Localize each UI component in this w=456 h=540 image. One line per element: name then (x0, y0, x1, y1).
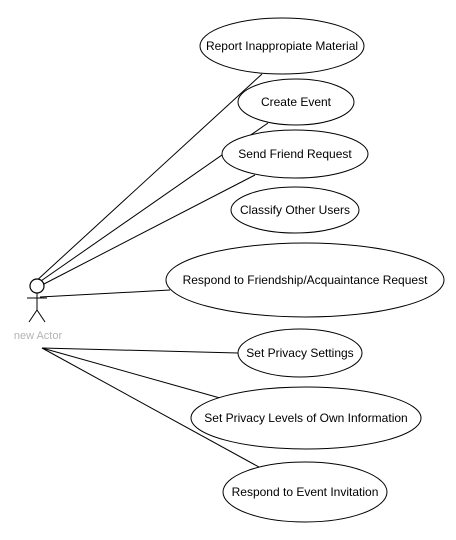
use-case-label: Classify Other Users (240, 203, 350, 217)
association-set-privacy-settings (41, 347, 239, 354)
use-case-ellipse (165, 242, 445, 318)
actor[interactable]: new Actor (14, 278, 63, 342)
use-case-ellipse (190, 386, 422, 450)
use-case-ellipse (222, 461, 388, 523)
use-case-label: Report Inappropiate Material (206, 39, 358, 53)
use-case-label: Respond to Event Invitation (232, 485, 379, 499)
actor-right-leg (36, 309, 46, 323)
association-report-inappropriate-material (33, 73, 263, 284)
use-case-send-friend-request[interactable]: Send Friend Request (221, 129, 369, 179)
use-case-ellipse (237, 328, 363, 378)
use-case-label: Set Privacy Levels of Own Information (204, 411, 407, 425)
use-case-create-event[interactable]: Create Event (237, 78, 355, 126)
association-set-privacy-levels (41, 347, 221, 399)
use-case-ellipse (237, 78, 355, 126)
use-case-ellipse (221, 129, 369, 179)
use-case-set-privacy-settings[interactable]: Set Privacy Settings (237, 328, 363, 378)
association-respond-to-friendship-request (39, 289, 171, 298)
use-case-ellipse (230, 186, 360, 234)
actor-left-leg (28, 309, 38, 323)
use-case-label: Respond to Friendship/Acquaintance Reque… (183, 273, 428, 287)
use-case-classify-other-users[interactable]: Classify Other Users (230, 186, 360, 234)
actor-head (29, 278, 45, 294)
actor-label: new Actor (14, 330, 63, 342)
associations (33, 73, 269, 473)
association-send-friend-request (41, 174, 256, 286)
use-case-label: Create Event (261, 95, 332, 109)
association-respond-to-event-invitation (41, 347, 269, 473)
use-case-label: Set Privacy Settings (246, 346, 353, 360)
use-case-report-inappropriate-material[interactable]: Report Inappropiate Material (199, 17, 365, 75)
use-case-respond-to-friendship-request[interactable]: Respond to Friendship/Acquaintance Reque… (165, 242, 445, 318)
use-case-label: Send Friend Request (238, 147, 352, 161)
use-case-ellipse (199, 17, 365, 75)
use-case-respond-to-event-invitation[interactable]: Respond to Event Invitation (222, 461, 388, 523)
use-case-set-privacy-levels[interactable]: Set Privacy Levels of Own Information (190, 386, 422, 450)
